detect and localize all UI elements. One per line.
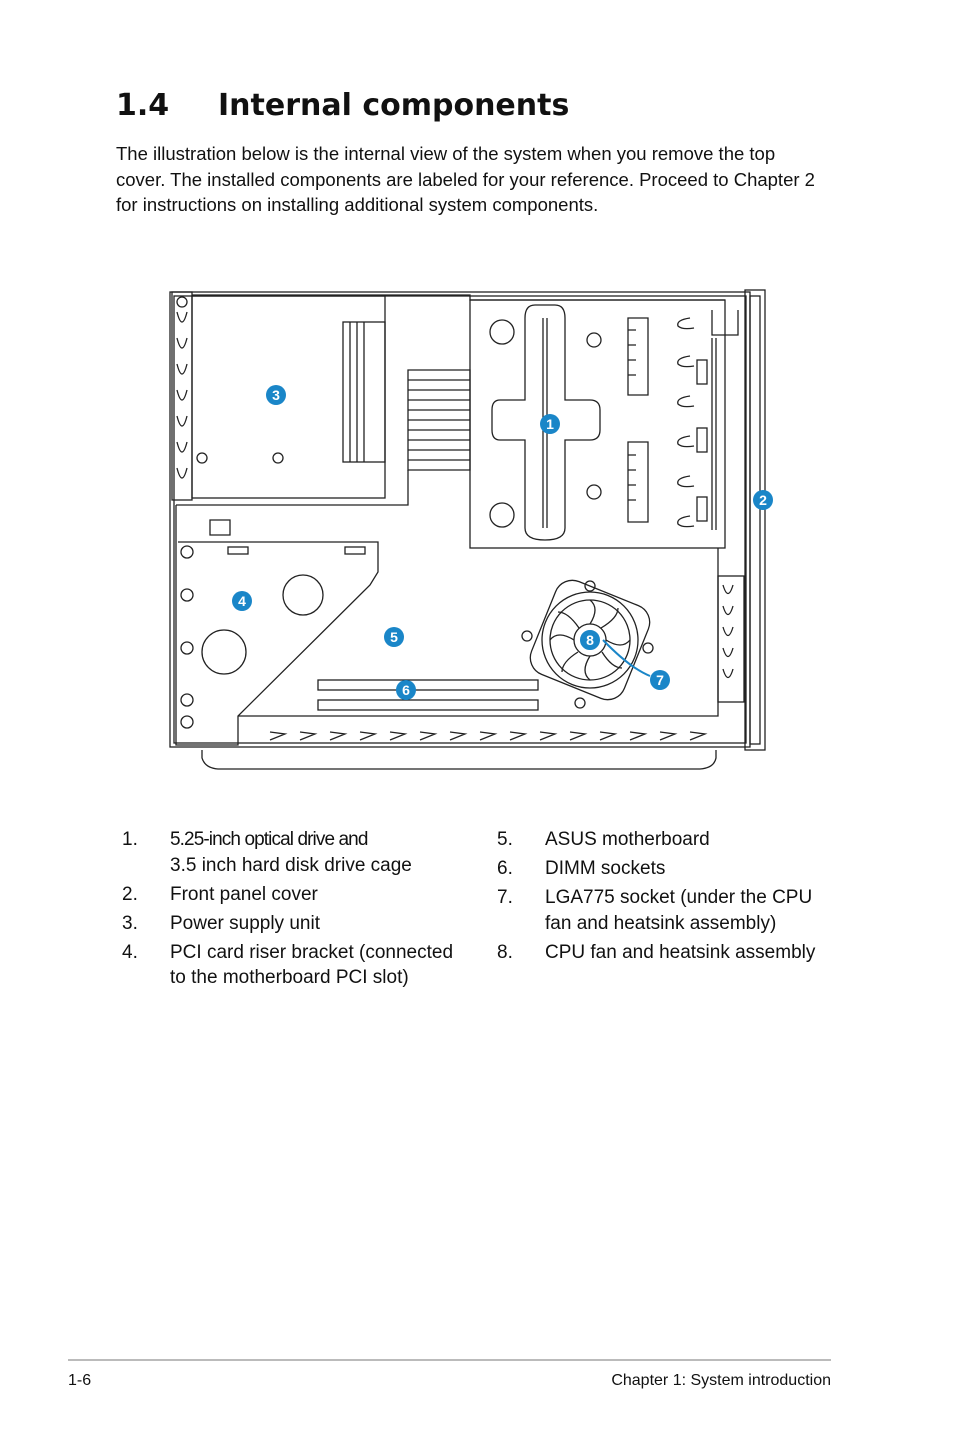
power-supply-unit xyxy=(191,295,386,499)
callout-6: 6 xyxy=(396,680,416,700)
svg-text:6: 6 xyxy=(402,682,410,698)
legend-item: 8. CPU fan and heatsink assembly xyxy=(497,940,857,966)
callout-1: 1 xyxy=(540,414,560,434)
dimm-sockets xyxy=(317,679,539,711)
legend-item: 6. DIMM sockets xyxy=(497,856,857,882)
drive-cage xyxy=(469,299,739,549)
cpu-fan-heatsink xyxy=(521,579,654,709)
section-title: Internal components xyxy=(218,88,570,123)
svg-text:3: 3 xyxy=(272,387,280,403)
legend-item: 1. 5.25-inch optical drive and 3.5 inch h… xyxy=(122,827,482,878)
legend-left-column: 1. 5.25-inch optical drive and 3.5 inch h… xyxy=(122,827,482,994)
legend-text: 3.5 inch hard disk drive cage xyxy=(170,854,412,876)
legend-number: 7. xyxy=(497,887,513,908)
legend-number: 5. xyxy=(497,829,513,850)
legend-text: Front panel cover xyxy=(170,883,318,905)
motherboard-edge xyxy=(238,548,719,717)
legend-item: 5. ASUS motherboard xyxy=(497,827,857,853)
callout-8: 8 xyxy=(578,628,602,652)
legend-text: DIMM sockets xyxy=(545,858,666,879)
legend-text: Power supply unit xyxy=(170,912,320,934)
legend-item: 4. PCI card riser bracket (connected to t… xyxy=(122,940,482,991)
legend-text: 5.25-inch optical drive and xyxy=(170,829,368,850)
legend-text: fan and heatsink assembly) xyxy=(545,912,777,934)
legend-number: 8. xyxy=(497,941,513,963)
legend-item: 2. Front panel cover xyxy=(122,882,482,908)
chapter-title: Chapter 1: System introduction xyxy=(611,1372,831,1389)
left-vent xyxy=(171,291,193,501)
intro-paragraph: The illustration below is the internal v… xyxy=(116,143,815,215)
svg-text:7: 7 xyxy=(656,672,664,688)
svg-text:5: 5 xyxy=(390,629,398,645)
callout-4: 4 xyxy=(232,591,252,611)
callout-7: 7 xyxy=(650,670,670,690)
pci-riser-bracket xyxy=(175,505,379,746)
svg-text:2: 2 xyxy=(759,492,767,508)
internal-components-diagram: 1 2 3 4 5 6 7 8 xyxy=(169,289,773,770)
front-panel-cover xyxy=(744,289,766,751)
section-heading: 1.4 Internal components xyxy=(116,88,569,123)
svg-text:1: 1 xyxy=(546,416,554,432)
legend-text: to the motherboard PCI slot) xyxy=(170,967,409,988)
section-number: 1.4 xyxy=(116,88,170,123)
footer-divider xyxy=(68,1359,831,1361)
callout-3: 3 xyxy=(266,385,286,405)
legend-number: 1. xyxy=(122,829,138,850)
page-number: 1-6 xyxy=(68,1372,92,1389)
legend-item: 7. LGA775 socket (under the CPU fan and h… xyxy=(497,885,857,936)
legend-text: PCI card riser bracket (connected xyxy=(170,941,454,963)
ribbon-cable xyxy=(176,369,471,506)
legend-item: 3. Power supply unit xyxy=(122,911,482,937)
svg-text:4: 4 xyxy=(238,593,246,609)
legend-right-column: 5. ASUS motherboard 6. DIMM sockets 7. L… xyxy=(497,827,857,969)
legend-text: ASUS motherboard xyxy=(545,829,710,850)
legend-text: CPU fan and heatsink assembly xyxy=(545,941,816,963)
bottom-vent xyxy=(269,731,708,741)
legend-text: LGA775 socket (under the CPU xyxy=(545,887,813,908)
callout-2: 2 xyxy=(753,490,773,510)
legend-number: 4. xyxy=(122,941,138,963)
legend-number: 6. xyxy=(497,858,513,879)
svg-text:8: 8 xyxy=(586,632,594,648)
legend-number: 3. xyxy=(122,912,138,934)
legend-number: 2. xyxy=(122,883,138,905)
right-vent xyxy=(717,575,745,703)
callout-5: 5 xyxy=(384,627,404,647)
chassis-base xyxy=(201,750,717,770)
